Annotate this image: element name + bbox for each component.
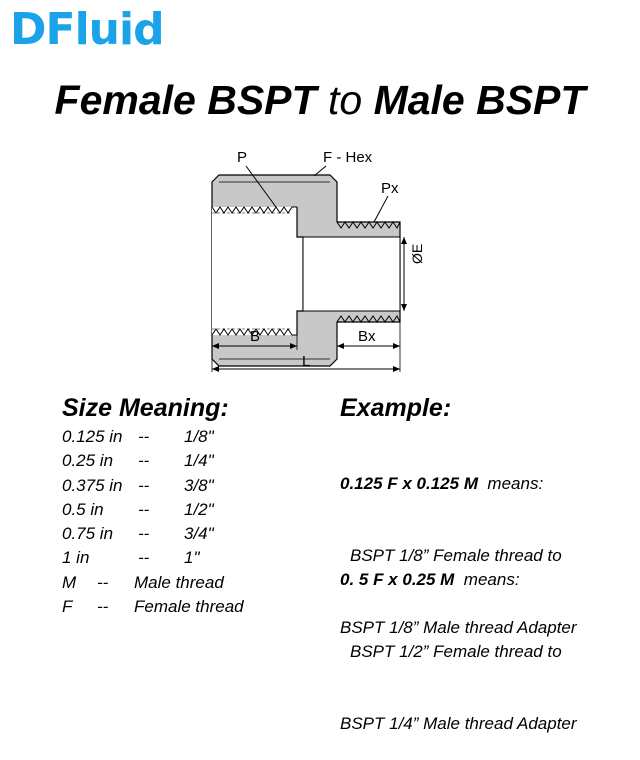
size-row-separator: -- [138,524,150,544]
male-thread-bottom [336,315,401,323]
bx-arrow-right [393,343,400,349]
label-e: ØE [409,244,425,264]
label-px: Px [381,180,399,197]
adapter-diagram: P F - Hex Px ØE B Bx L [211,149,425,372]
size-row-size: M [62,572,77,592]
page-title: Female BSPT to Male BSPT [0,80,640,121]
example-1-means: means: [477,474,544,493]
example-1-line-2: BSPT 1/8” Female thread to [350,546,562,565]
size-row-meaning: 1/8" [184,427,214,446]
size-row-meaning: Male thread [134,572,224,592]
example-2-means: means: [454,570,520,589]
e-arrow-top [401,237,407,244]
size-row-size: F [62,597,73,617]
male-thread-top [336,221,401,229]
size-row-size: 0.125 in [62,427,123,446]
size-meaning-heading: Size Meaning: [62,394,229,422]
size-row-size: 1 in [62,548,90,568]
example-2-line-1: 0. 5 F x 0.25 M means: [340,568,577,592]
size-row-meaning: 1" [184,548,200,568]
px-leader [373,195,389,223]
example-1-line-1: 0.125 F x 0.125 M means: [340,472,577,496]
size-row-separator: -- [138,451,150,471]
hex-leader [313,165,327,177]
example-heading: Example: [340,394,452,422]
dfluid-logo: DFluid [10,4,165,55]
size-row-separator: -- [97,597,109,617]
l-arrow-left [212,366,219,372]
size-row-meaning: 1/2" [184,499,214,519]
center-bore [302,236,401,312]
p-leader [245,165,277,208]
bx-arrow-left [337,343,344,349]
example-1-code: 0.125 F x 0.125 M [340,474,478,493]
title-female-bspt: Female BSPT [54,77,317,123]
size-row-separator: -- [138,548,150,568]
size-row-meaning: 3/8" [184,475,214,495]
l-arrow-right [393,366,400,372]
example-2: 0. 5 F x 0.25 M means: BSPT 1/2” Female … [340,520,577,760]
e-arrow-bottom [401,304,407,311]
size-row-separator: -- [97,572,109,592]
size-row-meaning: Female thread [134,597,244,617]
size-row-separator: -- [138,427,150,446]
size-row-size: 0.75 in [62,524,114,544]
female-bore [212,207,303,335]
example-2-line-2: BSPT 1/2” Female thread to [350,642,562,661]
size-row-meaning: 3/4" [184,524,214,544]
size-row-size: 0.5 in [62,499,104,519]
example-1-line-3: BSPT 1/8” Male thread Adapter [340,618,577,637]
size-row-meaning: 1/4" [184,451,214,471]
title-connector: to [316,77,374,123]
label-p: P [237,149,247,166]
size-row-size: 0.25 in [62,451,114,471]
size-row-separator: -- [138,499,150,519]
female-thread-top [211,206,297,214]
example-1: 0.125 F x 0.125 M means: BSPT 1/8” Femal… [340,424,577,664]
label-l: L [302,353,310,370]
size-row-separator: -- [138,475,150,495]
example-2-line-3: BSPT 1/4” Male thread Adapter [340,714,577,733]
label-b: B [250,328,260,345]
label-hex: F - Hex [323,149,373,166]
female-thread-bottom [211,328,297,336]
title-male-bspt: Male BSPT [373,77,586,123]
label-bx: Bx [358,328,376,345]
b-arrow-right [290,343,297,349]
b-arrow-left [212,343,219,349]
size-row-size: 0.375 in [62,475,123,495]
example-2-code: 0. 5 F x 0.25 M [340,570,455,589]
